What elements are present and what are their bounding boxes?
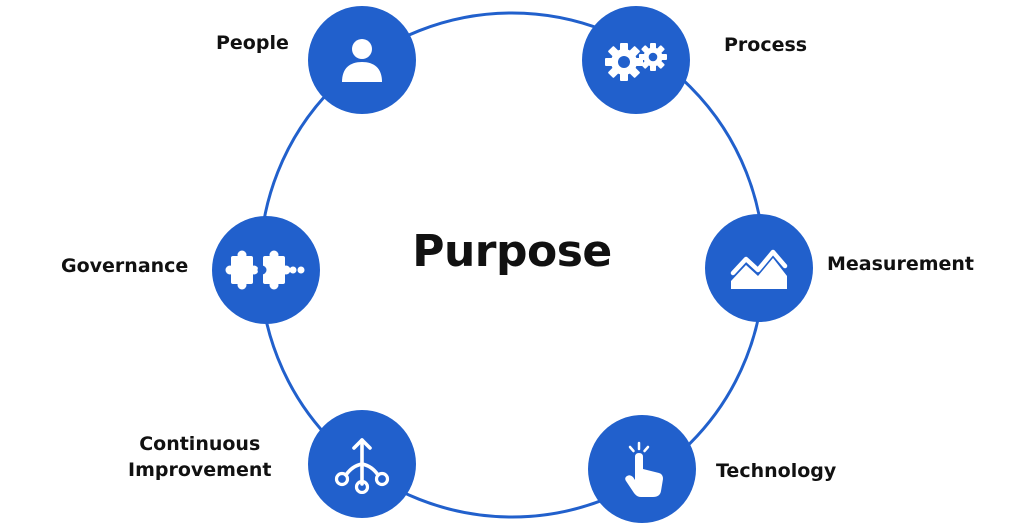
- label-people: People: [216, 32, 289, 54]
- label-continuous-line2: Improvement: [128, 459, 272, 482]
- hand-tap-icon: [625, 441, 663, 497]
- node-measurement: [705, 214, 813, 322]
- node-process: [582, 6, 690, 114]
- label-governance: Governance: [61, 255, 189, 277]
- label-measurement: Measurement: [827, 253, 974, 275]
- branching-arrows-icon: [334, 438, 390, 494]
- puzzle-icon: [225, 250, 305, 290]
- label-process: Process: [724, 34, 808, 56]
- center-title: Purpose: [412, 226, 612, 277]
- node-technology: [588, 415, 696, 523]
- line-chart-icon: [730, 249, 788, 289]
- node-governance: [212, 216, 320, 324]
- label-technology: Technology: [716, 460, 837, 482]
- node-people: [308, 6, 416, 114]
- label-continuous-improvement: Continuous Improvement: [128, 431, 271, 483]
- label-continuous-line1: Continuous: [139, 433, 261, 455]
- gears-icon: [605, 43, 667, 81]
- person-icon: [342, 39, 382, 82]
- node-continuous-improvement: [308, 410, 416, 518]
